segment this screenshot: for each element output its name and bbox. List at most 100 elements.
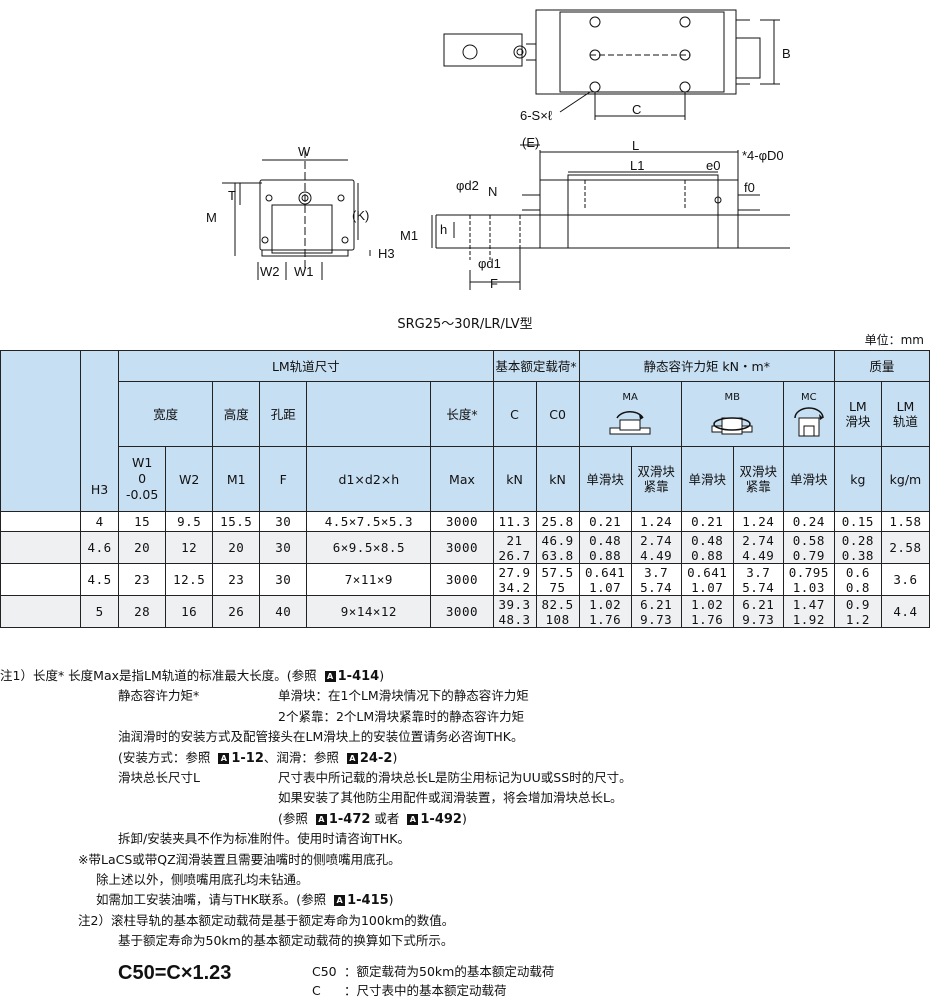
dim-C: C xyxy=(632,102,641,117)
note-2: 注2）滚柱导轨的基本额定动载荷是基于额定寿命为100km的数值。 xyxy=(78,912,455,928)
cell-m1: 20 xyxy=(212,531,261,564)
cell-c0: 46.9 63.8 xyxy=(535,531,580,564)
technical-drawings: B C 6-S×ℓ (E) L L1 e0 *4-φD0 f0 φd2 N M1… xyxy=(206,9,791,291)
moment-MB-icon xyxy=(711,417,753,435)
cell-ma1: 0.641 1.07 xyxy=(578,563,632,596)
header-mass: 质量 xyxy=(833,350,930,382)
header-lm-rail-dims: LM轨道尺寸 xyxy=(118,350,494,382)
header-H3: H3 xyxy=(80,350,120,512)
cell-len: 3000 xyxy=(430,563,494,596)
cell-mb1: 0.21 xyxy=(680,511,734,532)
header-MC-single: 单滑块 xyxy=(782,446,835,512)
dim-F: F xyxy=(490,276,498,291)
cell-c0: 82.5 108 xyxy=(535,595,580,628)
cell-len: 3000 xyxy=(430,595,494,628)
header-MB-double: 双滑块 紧靠 xyxy=(732,446,784,512)
cell-ma2: 1.24 xyxy=(630,511,682,532)
cell-w1: 15 xyxy=(118,511,167,532)
cell-w1: 20 xyxy=(118,531,167,564)
cell-blk: 0.6 0.8 xyxy=(833,563,882,596)
dim-W2: W2 xyxy=(260,264,280,279)
dim-d1: φd1 xyxy=(478,256,501,271)
dim-L: L xyxy=(632,138,639,153)
dim-screws: 6-S×ℓ xyxy=(520,108,553,123)
cell-w1: 23 xyxy=(118,563,167,596)
dim-M1: M1 xyxy=(400,228,418,243)
cell-d: 4.5×7.5×5.3 xyxy=(306,511,432,532)
cell-rail: 4.4 xyxy=(880,595,930,628)
header-kgm: kg/m xyxy=(880,446,930,512)
note-static-label: 静态容许力矩* xyxy=(118,688,200,704)
cell-mb1: 0.641 1.07 xyxy=(680,563,734,596)
cell-w1: 28 xyxy=(118,595,167,628)
dim-L1: L1 xyxy=(630,158,644,173)
row-model-cell xyxy=(0,531,82,564)
cell-f: 30 xyxy=(259,511,308,532)
header-lm-block: LM 滑块 xyxy=(833,381,882,447)
header-MC: MC xyxy=(782,381,835,447)
header-static-moment: 静态容许力矩 kN・m* xyxy=(578,350,835,382)
cell-h3: 5 xyxy=(80,595,120,628)
cell-c0: 57.5 75 xyxy=(535,563,580,596)
cell-d: 7×11×9 xyxy=(306,563,432,596)
cell-mc1: 0.58 0.79 xyxy=(782,531,835,564)
cell-ma2: 2.74 4.49 xyxy=(630,531,682,564)
header-basic-load: 基本额定载荷* xyxy=(492,350,580,382)
dim-E: (E) xyxy=(522,135,539,150)
cell-c: 21 26.7 xyxy=(492,531,537,564)
header-C0: C0 xyxy=(535,381,580,447)
cell-h3: 4.5 xyxy=(80,563,120,596)
cell-h3: 4.6 xyxy=(80,531,120,564)
dim-B: B xyxy=(782,46,791,61)
header-C: C xyxy=(492,381,537,447)
cell-d: 6×9.5×8.5 xyxy=(306,531,432,564)
note-length-label: 滑块总长尺寸L xyxy=(118,769,200,785)
cell-ma1: 0.48 0.88 xyxy=(578,531,632,564)
cell-h3: 4 xyxy=(80,511,120,532)
cell-m1: 23 xyxy=(212,563,261,596)
dim-W1: W1 xyxy=(294,264,314,279)
cell-f: 30 xyxy=(259,531,308,564)
cell-ma2: 6.21 9.73 xyxy=(630,595,682,628)
dim-d2: φd2 xyxy=(456,178,479,193)
header-MA-single: 单滑块 xyxy=(578,446,632,512)
formula-legend: C50：额定载荷为50km的基本额定动载荷 C：尺寸表中的基本额定动载荷 xyxy=(312,964,555,998)
cell-c: 39.3 48.3 xyxy=(492,595,537,628)
cell-len: 3000 xyxy=(430,531,494,564)
note-lacs: ※带LaCS或带QZ润滑装置且需要油嘴时的侧喷嘴用底孔。 xyxy=(78,851,401,867)
dim-e0: e0 xyxy=(706,158,720,173)
cell-f: 30 xyxy=(259,563,308,596)
dim-f0: f0 xyxy=(744,180,755,195)
row-model-cell xyxy=(0,563,82,596)
cell-blk: 0.9 1.2 xyxy=(833,595,882,628)
header-kN0: kN xyxy=(535,446,580,512)
specification-table: H3 LM轨道尺寸 基本额定载荷* 静态容许力矩 kN・m* 质量 宽度 高度 … xyxy=(0,350,930,628)
header-M1: M1 xyxy=(212,446,261,512)
cell-ma1: 0.21 xyxy=(578,511,632,532)
dim-M: M xyxy=(206,210,217,225)
dim-holes: *4-φD0 xyxy=(742,148,784,163)
cell-m1: 26 xyxy=(212,595,261,628)
front-view-drawing xyxy=(222,150,371,280)
header-MA-double: 双滑块 紧靠 xyxy=(630,446,682,512)
formula: C50=C×1.23 xyxy=(118,962,232,984)
top-view-drawing xyxy=(443,9,780,120)
note-length-more: 如果安装了其他防尘用配件或润滑装置，将会增加滑块总长L。 xyxy=(278,790,623,806)
header-lm-rail: LM 轨道 xyxy=(880,381,930,447)
dim-T: T xyxy=(228,188,236,203)
dim-N: N xyxy=(488,184,497,199)
header-pitch: 孔距 xyxy=(259,381,308,447)
unit-label: 单位：mm xyxy=(864,333,924,347)
note-static-single: 单滑块：在1个LM滑块情况下的静态容许力矩 xyxy=(278,688,529,704)
header-d1d2h: d1×d2×h xyxy=(306,446,432,512)
cell-rail: 2.58 xyxy=(880,531,930,564)
cell-rail: 3.6 xyxy=(880,563,930,596)
cell-mc1: 1.47 1.92 xyxy=(782,595,835,628)
cell-len: 3000 xyxy=(430,511,494,532)
note-oil: 油润滑时的安装方式及配管接头在LM滑块上的安装位置请务必咨询THK。 xyxy=(118,729,524,745)
